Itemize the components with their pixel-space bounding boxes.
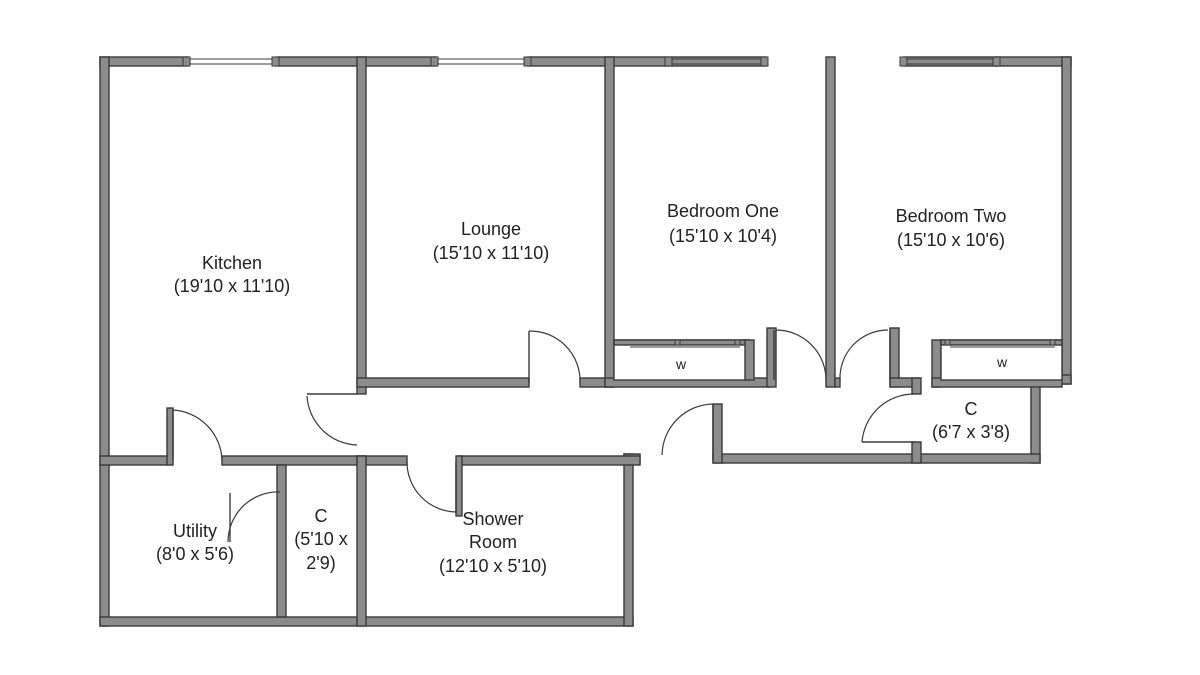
- small-cupboard-name: C: [315, 506, 328, 526]
- wardrobe-two-label: w: [996, 354, 1008, 370]
- wardrobe-two: [940, 339, 1063, 381]
- small-cupboard-size-line1: (5'10 x: [294, 529, 347, 549]
- wardrobe-one-label: w: [675, 356, 687, 372]
- outer-walls: [99, 56, 1072, 627]
- hall-cupboard-size: (6'7 x 3'8): [932, 422, 1010, 442]
- lounge-name: Lounge: [461, 219, 521, 239]
- bedroom-one-size: (15'10 x 10'4): [669, 226, 777, 246]
- shower-room-name-line2: Room: [469, 532, 517, 552]
- wardrobe-one: [613, 339, 755, 381]
- utility-name: Utility: [173, 521, 217, 541]
- shower-room-size: (12'10 x 5'10): [439, 556, 547, 576]
- bedroom-two-size: (15'10 x 10'6): [897, 230, 1005, 250]
- kitchen-name: Kitchen: [202, 253, 262, 273]
- windows: [182, 56, 1001, 67]
- bedroom-one-name: Bedroom One: [667, 201, 779, 221]
- lounge-size: (15'10 x 11'10): [433, 243, 550, 263]
- utility-size: (8'0 x 5'6): [156, 544, 234, 564]
- kitchen-size: (19'10 x 11'10): [174, 276, 291, 296]
- shower-room-name-line1: Shower: [462, 509, 523, 529]
- interior-walls: [99, 56, 1063, 627]
- bedroom-two-name: Bedroom Two: [896, 206, 1007, 226]
- doors: [172, 329, 915, 543]
- hall-cupboard-name: C: [965, 399, 978, 419]
- small-cupboard-size-line2: 2'9): [306, 553, 335, 573]
- room-labels: Kitchen (19'10 x 11'10) Lounge (15'10 x …: [156, 201, 1010, 576]
